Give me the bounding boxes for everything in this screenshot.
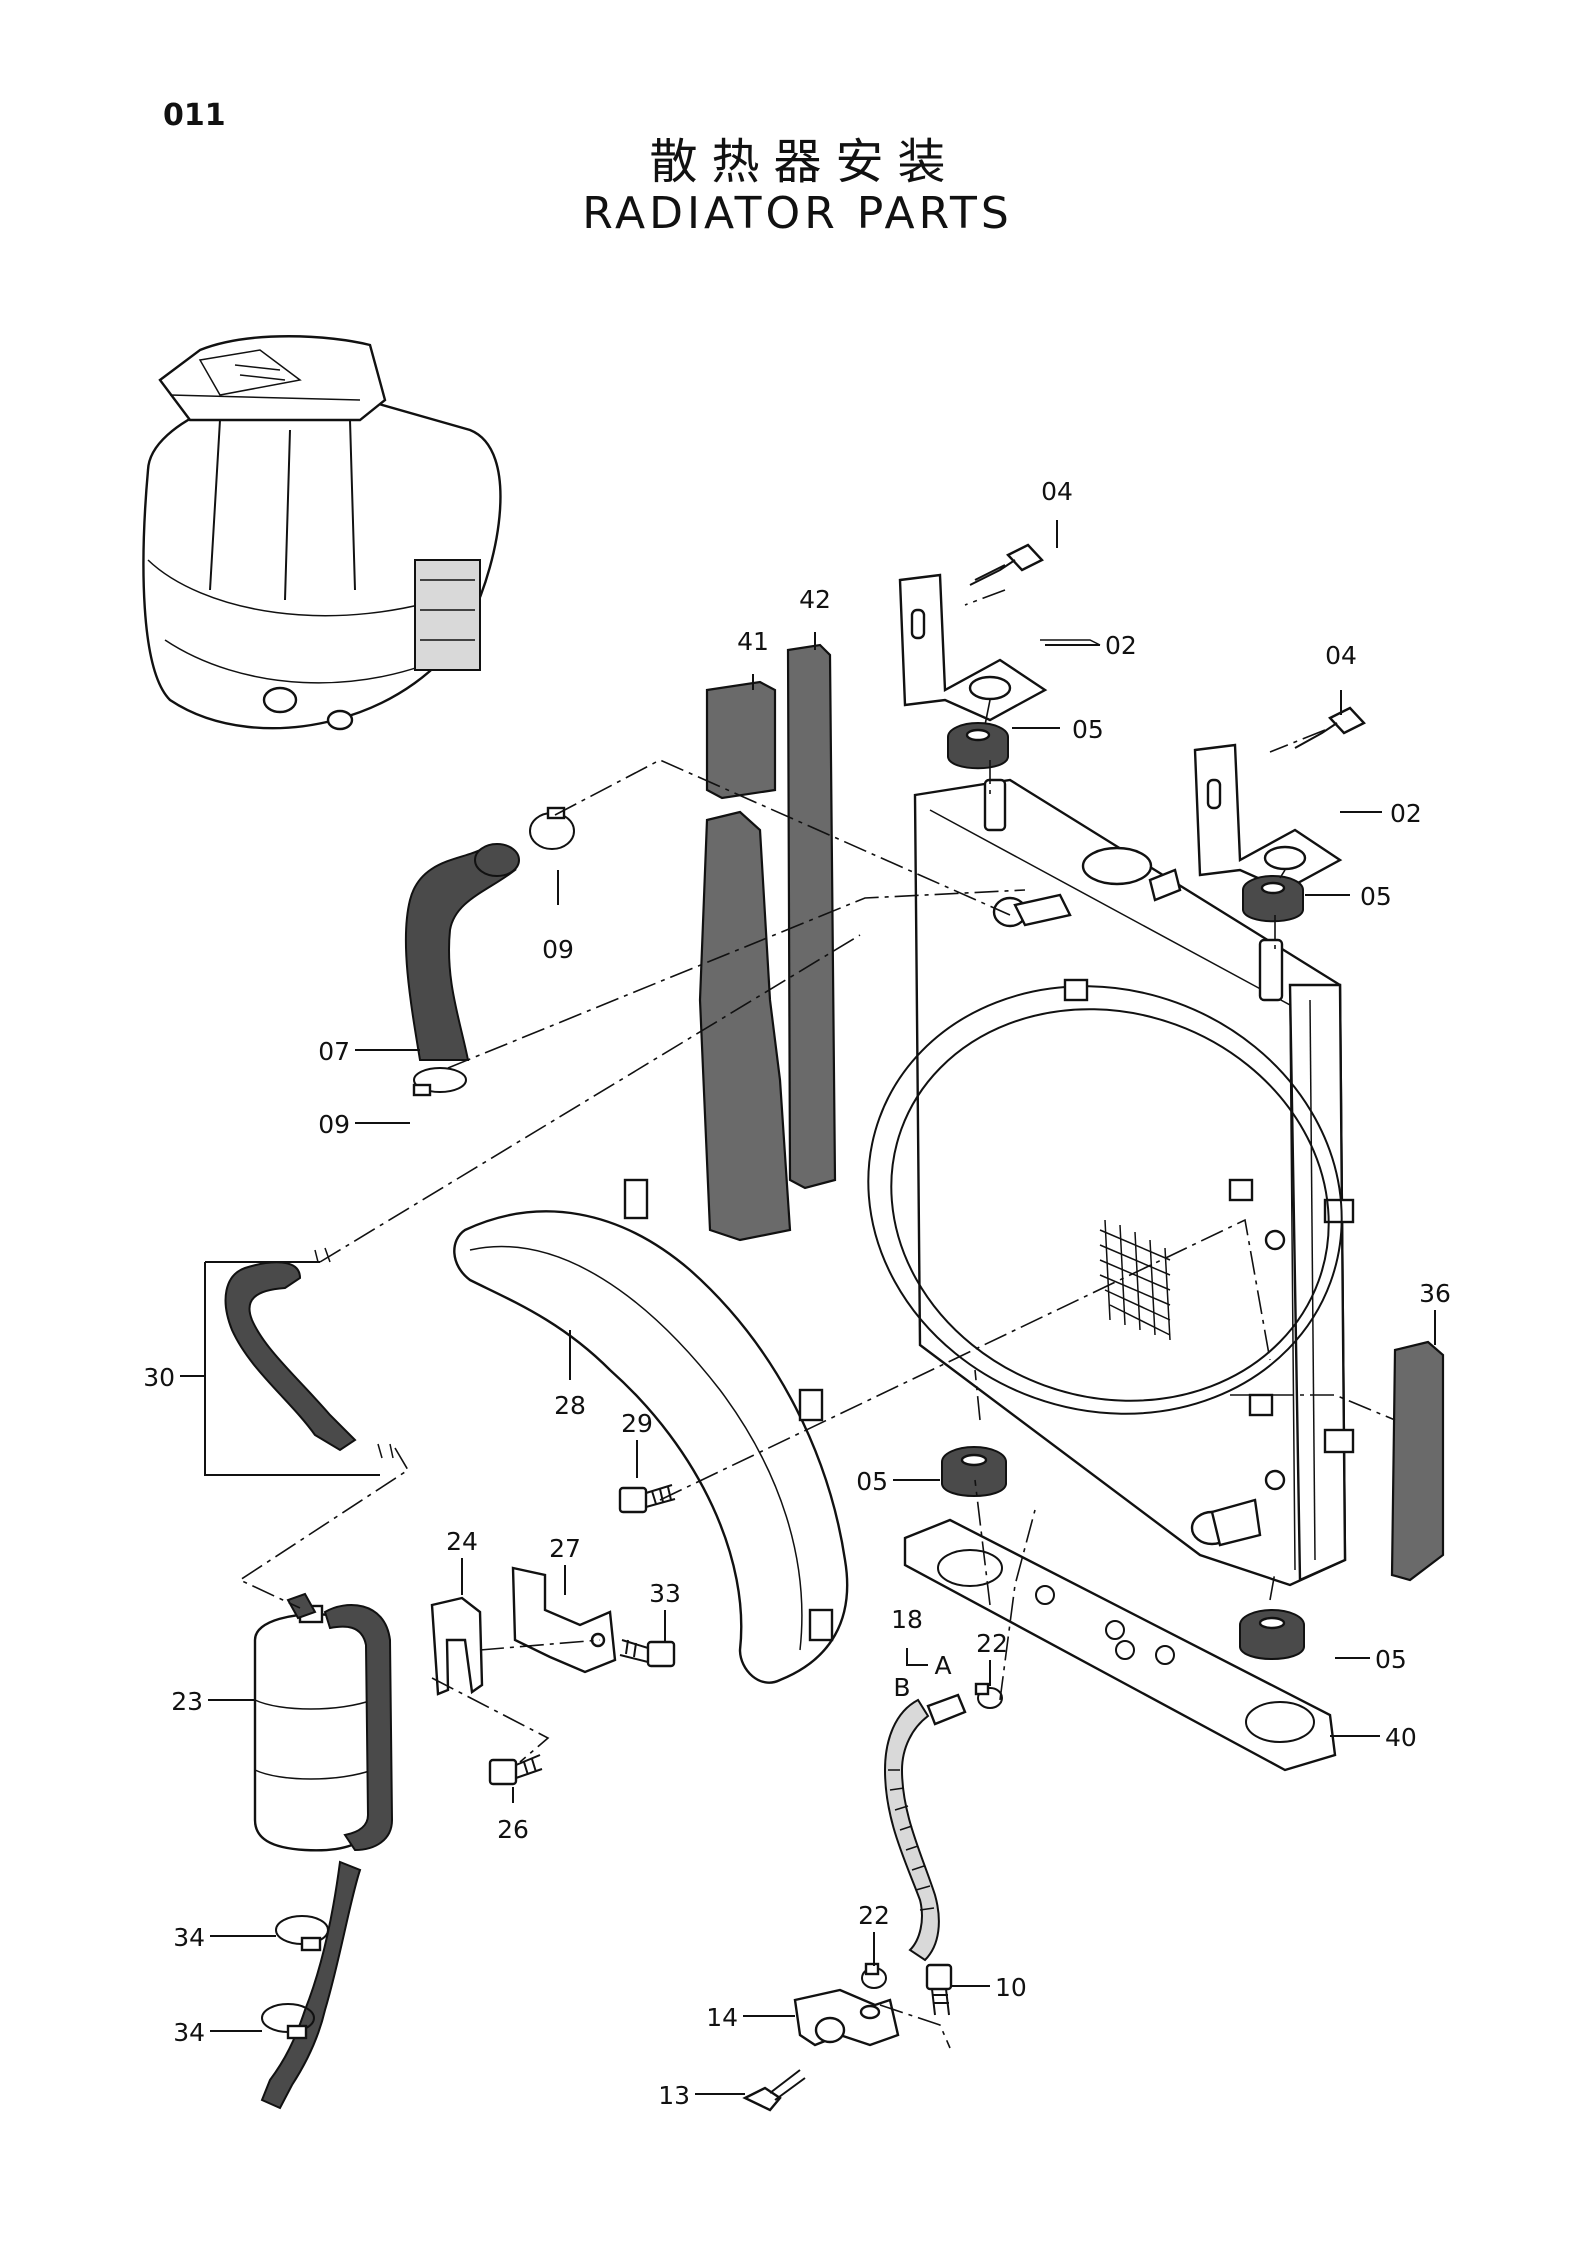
- bolt-33: [619, 1639, 676, 1668]
- bolt-26: [488, 1754, 543, 1786]
- hose-clamp-09-upper: [529, 806, 575, 850]
- drain-hose: [260, 1860, 362, 2110]
- callout-hose-end-b: B: [893, 1673, 910, 1702]
- bracket-27: [511, 1566, 617, 1674]
- callout-04: 04: [1041, 477, 1073, 506]
- hose-clamp-09-lower: [412, 1067, 467, 1097]
- right-bracket-assembly: [1193, 706, 1366, 892]
- upper-bracket-assembly: [898, 543, 1101, 722]
- callout-02: 02: [1105, 631, 1137, 660]
- assembly-phantom-lines: [238, 589, 1396, 2049]
- callout-22-upper: 22: [976, 1629, 1008, 1658]
- callout-07: 07: [318, 1037, 350, 1066]
- callout-04-right: 04: [1325, 641, 1357, 670]
- callout-14: 14: [706, 2003, 738, 2032]
- bolt-10: [925, 1963, 953, 2016]
- bracket-24: [430, 1596, 484, 1696]
- page-title-chinese: 散热器安装: [649, 134, 960, 190]
- rubber-mount-lower-right: [1239, 1609, 1305, 1660]
- radiator-cap: [1081, 846, 1153, 886]
- radiator-core: [913, 778, 1355, 1587]
- rubber-mount-lower-left: [941, 1446, 1007, 1497]
- callout-22-lower: 22: [858, 1901, 890, 1930]
- hose-clamp-22-lower: [861, 1962, 887, 1989]
- callout-34-upper: 34: [173, 1923, 205, 1952]
- hose-clamp-34-lower: [261, 2003, 315, 2040]
- callout-09-upper: 09: [542, 935, 574, 964]
- callout-41: 41: [737, 627, 769, 656]
- callout-05-right: 05: [1360, 882, 1392, 911]
- leader-lines: [180, 520, 1436, 2095]
- foam-seal-41: [698, 680, 792, 1242]
- bolt-29: [618, 1484, 676, 1514]
- callout-09-lower: 09: [318, 1110, 350, 1139]
- engine-cover-detail: [414, 559, 481, 671]
- callout-34-lower: 34: [173, 2018, 205, 2047]
- hose-clamp-34-upper: [275, 1915, 329, 1952]
- foam-seal-42: [786, 643, 837, 1190]
- rubber-mount-upper-left: [947, 722, 1009, 770]
- foam-seal-36: [1390, 1340, 1445, 1582]
- drain-hose-18: [883, 1693, 967, 1962]
- callout-30: 30: [143, 1363, 175, 1392]
- callout-labels: 04 02 05 04 02 05 41 42 09 07 09 30 28 2…: [143, 477, 1451, 2110]
- callout-02-right: 02: [1390, 799, 1422, 828]
- page-number: 011: [163, 98, 226, 133]
- callout-hose-end-a: A: [934, 1651, 951, 1680]
- callout-26: 26: [497, 1815, 529, 1844]
- callout-40: 40: [1385, 1723, 1417, 1752]
- overflow-hose-30: [224, 1247, 394, 1459]
- callout-18: 18: [891, 1605, 923, 1634]
- excavator-overview-illustration: [142, 335, 502, 731]
- hose-clamp-22-upper: [974, 1682, 1003, 1709]
- callout-27: 27: [549, 1534, 581, 1563]
- callout-05: 05: [1072, 715, 1104, 744]
- gasket-plate-40: [903, 1518, 1337, 1772]
- callout-05-lower-left: 05: [856, 1467, 888, 1496]
- rubber-mount-upper-right: [1242, 875, 1304, 923]
- callout-24: 24: [446, 1527, 478, 1556]
- callout-33: 33: [649, 1579, 681, 1608]
- callout-29: 29: [621, 1409, 653, 1438]
- callout-13: 13: [658, 2081, 690, 2110]
- drain-bracket-14: [793, 1988, 900, 2047]
- drain-cock-13: [742, 2069, 806, 2112]
- callout-05-lower-right: 05: [1375, 1645, 1407, 1674]
- radiator-fin-hatching: [1099, 1219, 1171, 1341]
- callout-42: 42: [799, 585, 831, 614]
- callout-36: 36: [1419, 1279, 1451, 1308]
- upper-hose-07: [404, 843, 520, 1061]
- reserve-tank-23: [253, 1592, 394, 1852]
- page-title-english: RADIATOR PARTS: [582, 188, 1013, 239]
- callout-28: 28: [554, 1391, 586, 1420]
- shroud-guard-28: [453, 1178, 849, 1684]
- callout-23: 23: [171, 1687, 203, 1716]
- callout-10: 10: [995, 1973, 1027, 2002]
